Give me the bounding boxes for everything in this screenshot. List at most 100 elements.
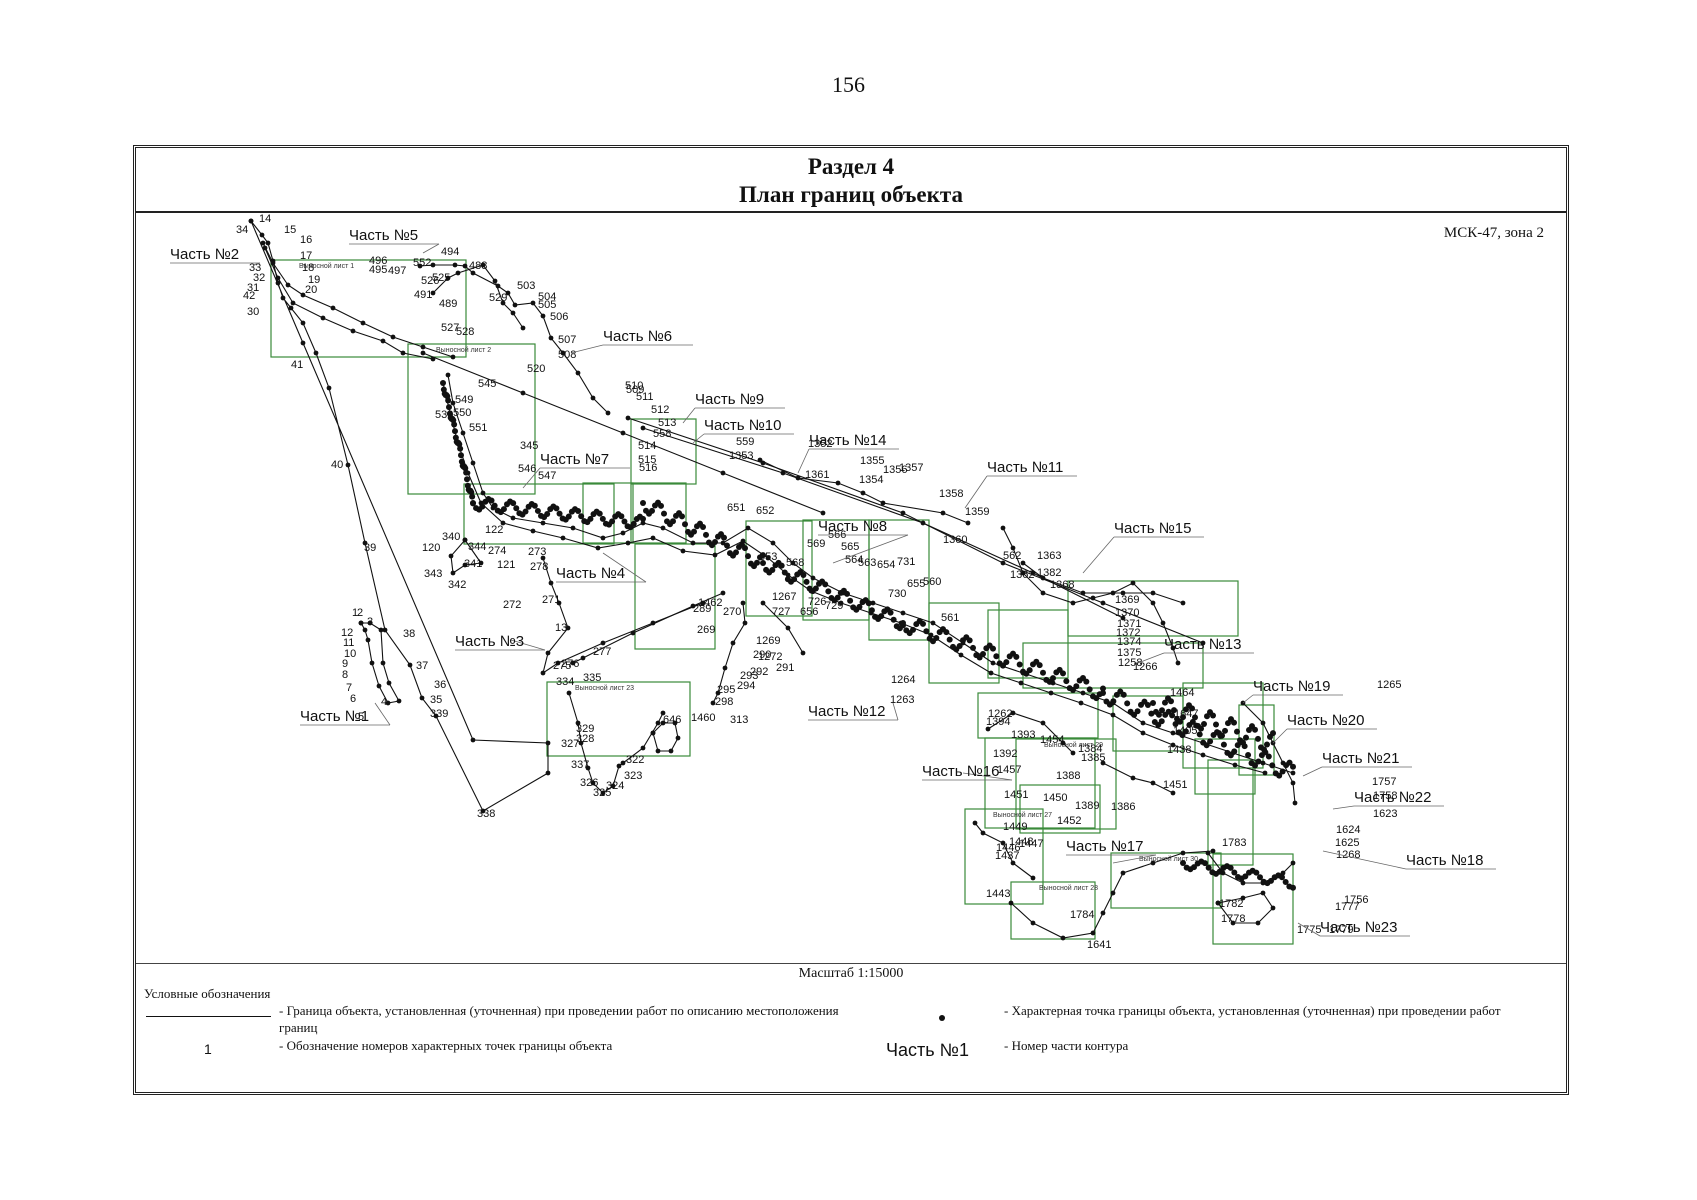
boundary-point — [548, 335, 554, 341]
point-label: 293 — [740, 670, 758, 682]
boundary-point — [540, 520, 546, 526]
boundary-point — [1100, 690, 1106, 696]
boundary-point — [590, 780, 596, 786]
boundary-point — [625, 415, 631, 421]
point-label: 36 — [434, 679, 446, 691]
boundary-point — [275, 280, 281, 286]
part-leader — [892, 702, 899, 721]
part-label: Часть №23 — [1320, 919, 1397, 936]
boundary-point — [1180, 850, 1186, 856]
boundary-point — [712, 552, 718, 558]
boundary-point — [1292, 800, 1298, 806]
point-label: 727 — [772, 606, 790, 618]
boundary-point — [930, 620, 936, 626]
point-label: 1393 — [1011, 729, 1035, 741]
point-label: 289 — [693, 603, 711, 615]
boundary-point — [1183, 706, 1189, 713]
point-label: 1647 — [1174, 708, 1198, 720]
boundary-point — [988, 670, 994, 676]
part-leader — [510, 639, 546, 651]
part-leader — [1082, 536, 1115, 574]
point-label: 551 — [469, 422, 487, 434]
boundary-line — [652, 722, 679, 752]
boundary-point — [462, 537, 468, 543]
part-leader — [422, 243, 440, 254]
part-label: Часть №19 — [1253, 678, 1330, 695]
boundary-point — [420, 350, 426, 356]
boundary-line — [627, 417, 1204, 644]
point-label: 1641 — [1087, 939, 1111, 951]
boundary-point — [510, 310, 516, 316]
point-label: 497 — [388, 265, 406, 277]
boundary-point — [1177, 718, 1183, 725]
boundary-point — [1245, 751, 1252, 758]
part-label: Часть №11 — [987, 459, 1063, 476]
boundary-point — [870, 600, 876, 606]
boundary-point — [1060, 670, 1066, 677]
boundary-point — [710, 700, 716, 706]
boundary-point — [1130, 580, 1136, 586]
boundary-point — [575, 507, 582, 514]
boundary-point — [690, 603, 696, 609]
sheet-frame — [407, 343, 536, 495]
sheet-frame — [546, 681, 691, 757]
point-label: 550 — [453, 407, 471, 419]
boundary-point — [260, 240, 266, 246]
point-label: 488 — [469, 260, 487, 272]
boundary-point — [1290, 884, 1296, 891]
point-label: 322 — [626, 754, 644, 766]
boundary-point — [1168, 698, 1174, 705]
point-label: 1462 — [698, 597, 722, 609]
boundary-point — [470, 737, 476, 743]
point-label: 13 — [555, 622, 567, 634]
boundary-point — [1083, 678, 1090, 685]
boundary-point — [445, 372, 451, 378]
boundary-point — [690, 540, 696, 546]
boundary-point — [1100, 600, 1106, 606]
boundary-point — [545, 650, 551, 656]
point-label: 1262 — [988, 708, 1012, 720]
point-label: 3 — [367, 616, 373, 628]
boundary-point — [285, 282, 291, 288]
boundary-point — [655, 720, 661, 726]
point-label: 651 — [727, 502, 745, 514]
point-label: 1779 — [1329, 924, 1353, 936]
boundary-point — [1020, 560, 1026, 566]
point-label: 655 — [907, 578, 925, 590]
legend-dot-desc: - Характерная точка границы объекта, уст… — [1004, 1003, 1501, 1018]
point-label: 1361 — [805, 469, 829, 481]
point-label: 20 — [305, 284, 317, 296]
point-label: 274 — [488, 545, 506, 557]
boundary-point — [838, 600, 844, 606]
boundary-point — [1120, 870, 1126, 876]
boundary-point — [757, 457, 763, 463]
boundary-point — [445, 397, 452, 404]
boundary-point — [940, 510, 946, 516]
point-label: 275 — [553, 660, 571, 672]
point-label: 1449 — [1003, 821, 1027, 833]
boundary-point — [382, 627, 388, 633]
plan-header: Раздел 4 План границ объекта — [136, 148, 1566, 213]
boundary-point — [1279, 874, 1285, 881]
boundary-point — [1100, 760, 1106, 766]
point-label: 7 — [346, 682, 352, 694]
legend-part-symbol: Часть №1 — [886, 1040, 969, 1060]
point-label: 2 — [357, 607, 363, 619]
point-label: 1782 — [1219, 898, 1243, 910]
boundary-point — [700, 600, 706, 606]
boundary-point — [1170, 645, 1176, 651]
boundary-point — [478, 560, 484, 566]
legend-point-number-desc: - Обозначение номеров характерных точек … — [279, 1038, 613, 1053]
point-label: 6 — [350, 693, 356, 705]
point-label: 729 — [825, 600, 843, 612]
boundary-point — [556, 600, 562, 606]
boundary-point — [380, 338, 386, 344]
point-label: 1272 — [758, 651, 782, 663]
boundary-point — [740, 600, 746, 606]
boundary-point — [742, 620, 748, 626]
boundary-point — [259, 232, 265, 238]
boundary-point — [933, 634, 940, 641]
sheet-label: Выносной лист 27 — [993, 811, 1052, 819]
point-label: 342 — [448, 579, 466, 591]
